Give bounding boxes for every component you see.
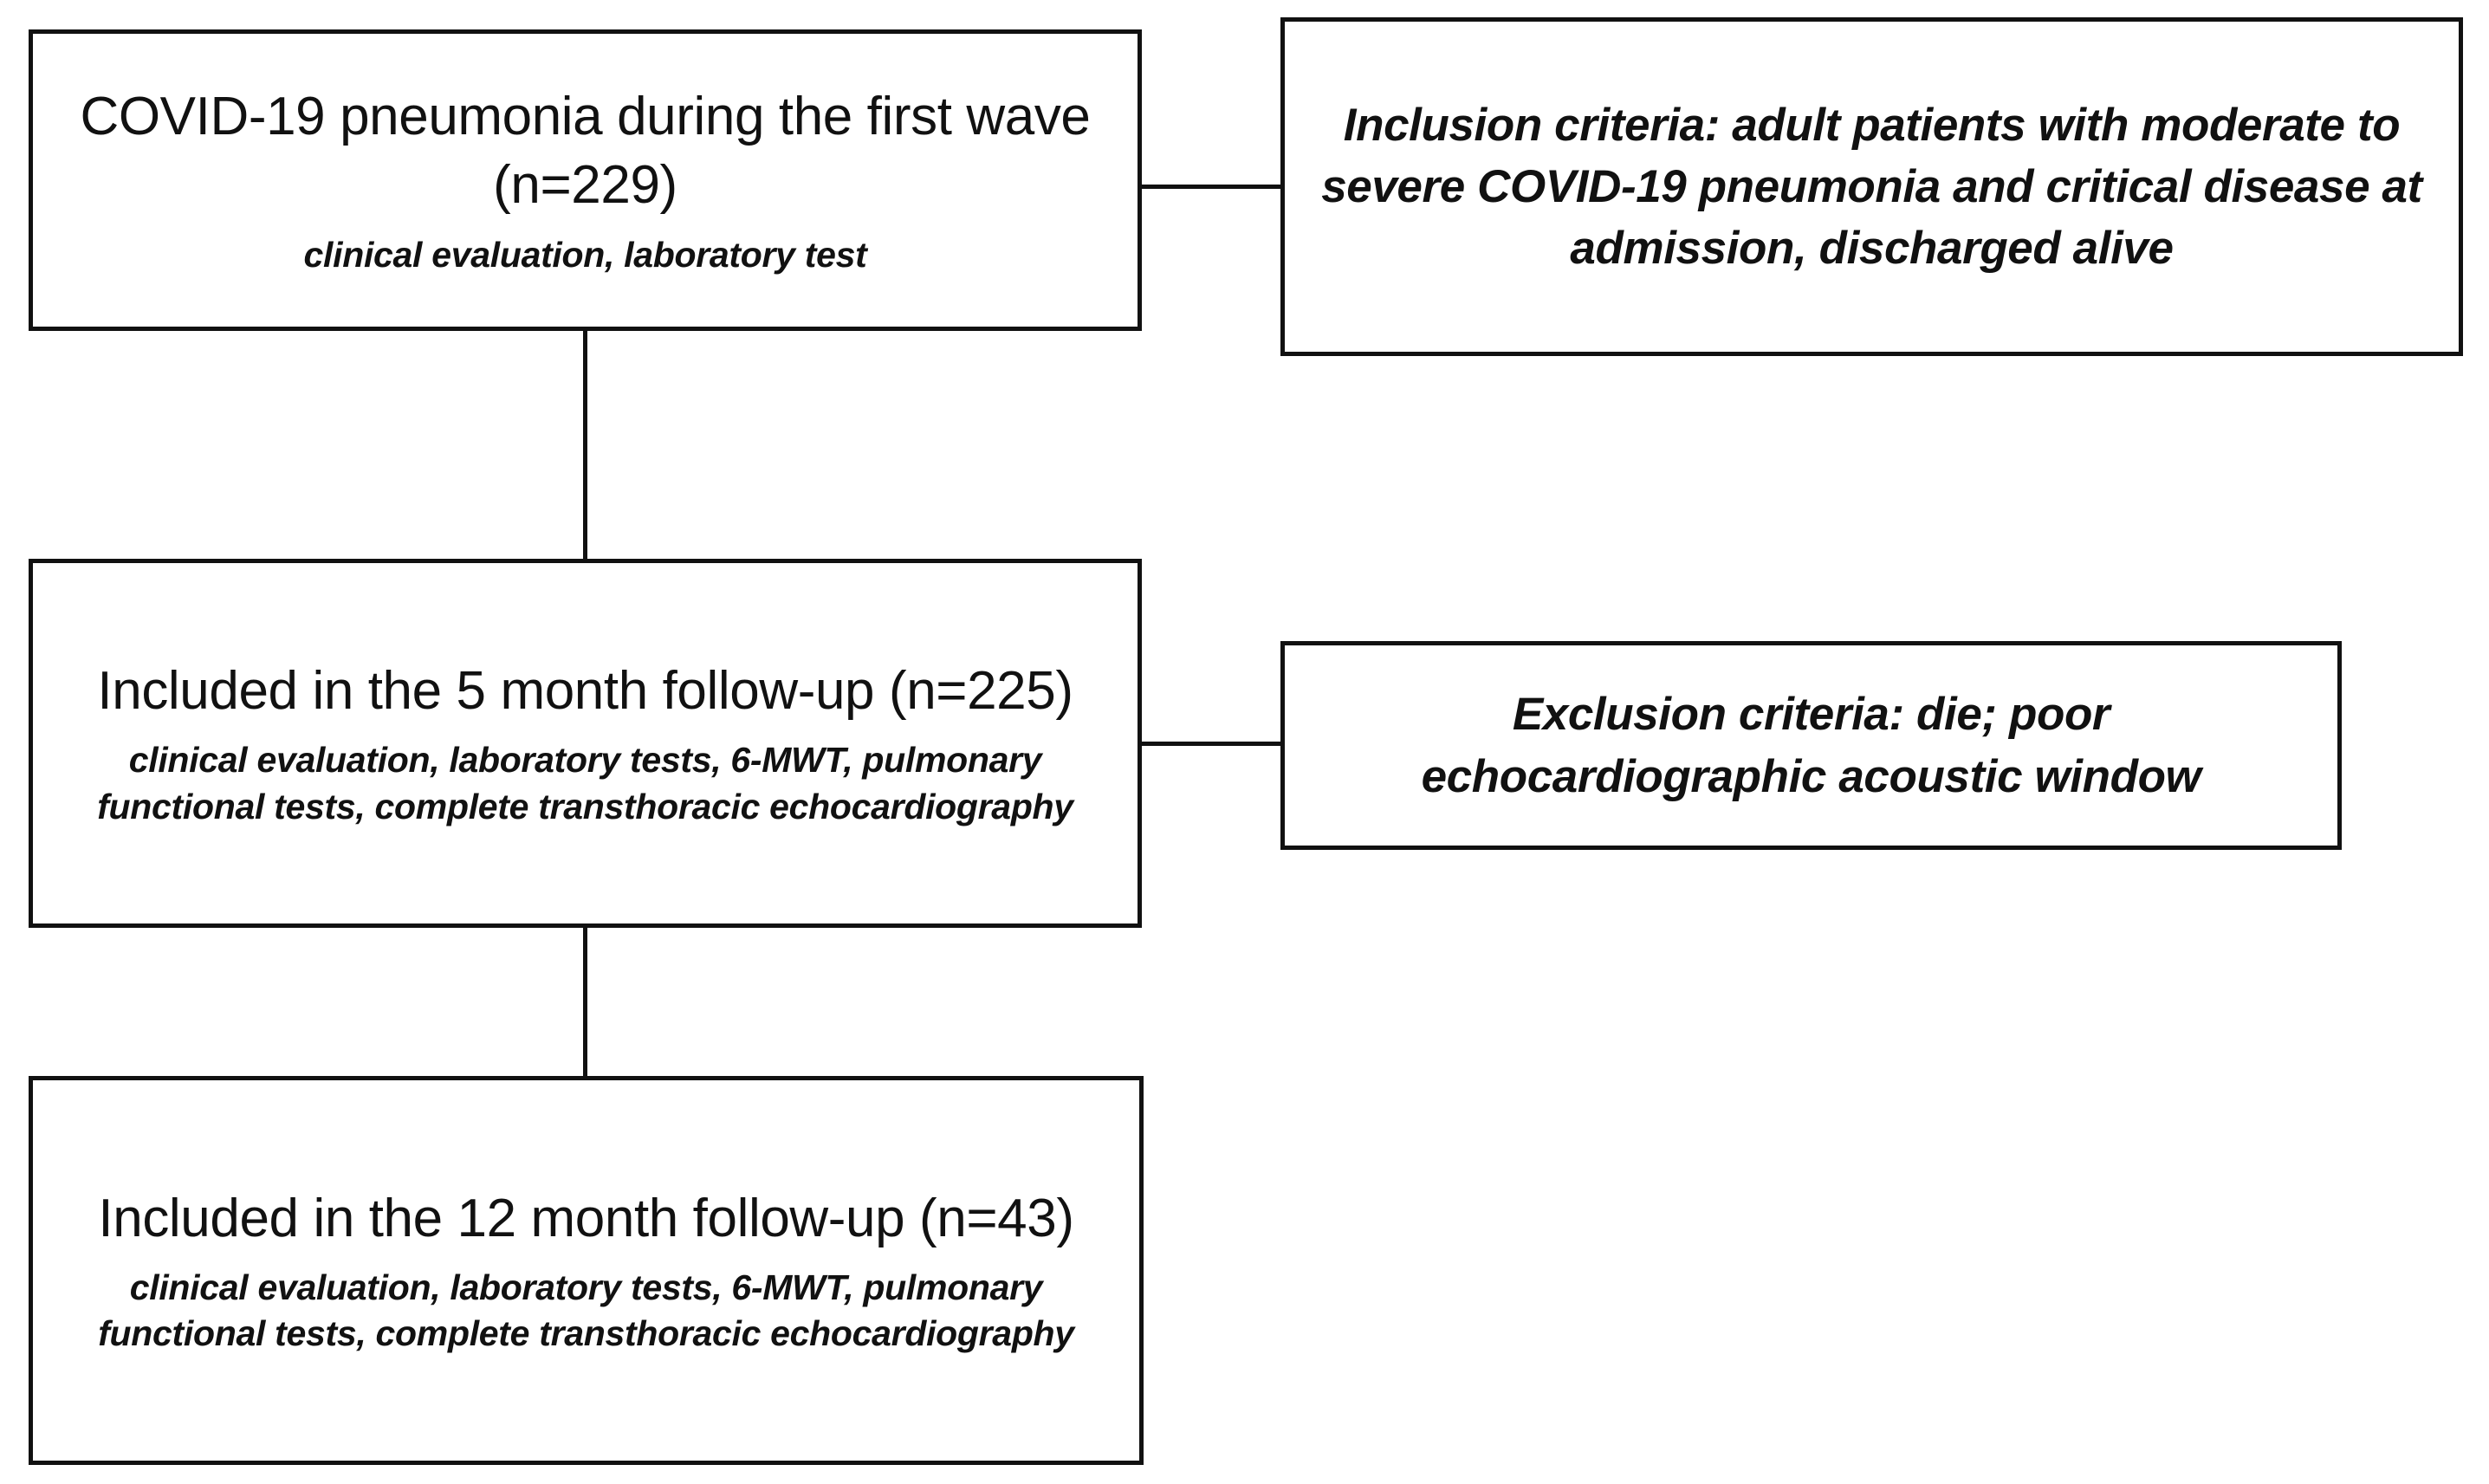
node-primary-cohort-title: COVID-19 pneumonia during the first wave… — [80, 86, 1091, 216]
node-followup-5-month-subtitle: clinical evaluation, laboratory tests, 6… — [97, 740, 1073, 826]
node-followup-5-month: Included in the 5 month follow-up (n=225… — [29, 559, 1142, 928]
connector-followup5-to-followup12 — [583, 926, 587, 1078]
node-followup-12-month-title: Included in the 12 month follow-up (n=43… — [98, 1188, 1074, 1248]
node-exclusion-criteria: Exclusion criteria: die; poor echocardio… — [1280, 641, 2342, 850]
node-primary-cohort-subtitle: clinical evaluation, laboratory test — [303, 234, 867, 275]
node-inclusion-criteria: Inclusion criteria: adult patients with … — [1280, 17, 2463, 356]
node-primary-cohort: COVID-19 pneumonia during the first wave… — [29, 29, 1142, 331]
node-inclusion-criteria-text: Inclusion criteria: adult patients with … — [1321, 99, 2422, 274]
node-followup-12-month: Included in the 12 month follow-up (n=43… — [29, 1076, 1144, 1465]
connector-followup5-to-exclusion — [1140, 742, 1282, 746]
node-exclusion-criteria-text: Exclusion criteria: die; poor echocardio… — [1421, 689, 2201, 802]
node-followup-5-month-title: Included in the 5 month follow-up (n=225… — [97, 661, 1073, 722]
connector-primary-to-inclusion — [1140, 185, 1282, 189]
node-followup-12-month-subtitle: clinical evaluation, laboratory tests, 6… — [98, 1267, 1074, 1354]
connector-primary-to-followup5 — [583, 330, 587, 561]
